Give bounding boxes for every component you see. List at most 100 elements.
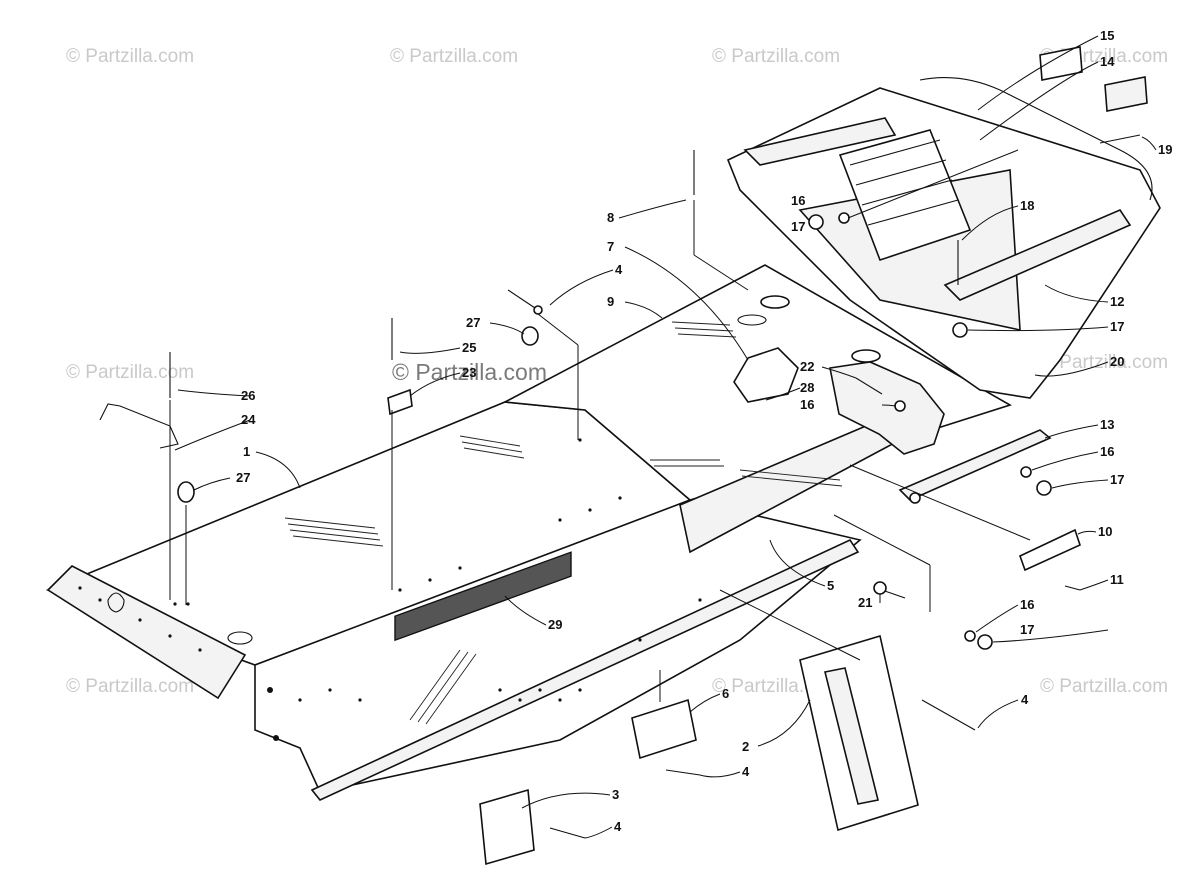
callout-25: 25	[462, 340, 476, 355]
rivet-11	[1064, 585, 1081, 591]
rivet-4	[549, 827, 586, 839]
keyhole-cutout	[107, 592, 125, 613]
rivet-head	[533, 305, 543, 315]
watermark: © Partzilla.com	[1040, 352, 1168, 373]
watermark: © Partzilla.com	[1040, 676, 1168, 697]
nut-17	[808, 214, 824, 230]
hardware	[99, 134, 1141, 839]
washer-16	[964, 630, 976, 642]
watermark: © Partzilla.com	[66, 46, 194, 67]
bolt-22	[855, 377, 883, 395]
callout-20: 20	[1110, 354, 1124, 369]
side-rail-tube	[310, 538, 860, 801]
callout-15: 15	[1100, 28, 1114, 43]
plate-2-bracket	[799, 634, 919, 832]
rivet-4	[507, 289, 536, 309]
reflector-15	[1039, 46, 1083, 81]
slot-cover	[760, 295, 790, 309]
callout-21: 21	[858, 595, 872, 610]
callout-10: 10	[1098, 524, 1112, 539]
watermark-center: © Partzilla.com	[392, 359, 547, 385]
callout-16: 16	[791, 193, 805, 208]
rivet-holes	[78, 438, 702, 741]
callout-4: 4	[615, 262, 623, 277]
rear-bumper	[726, 46, 1161, 399]
front-rail	[743, 117, 897, 166]
bolt-21-head	[873, 581, 887, 595]
bracket-rib	[824, 667, 879, 805]
callout-9: 9	[607, 294, 614, 309]
torn-plate	[829, 361, 945, 455]
snow-flap-29	[394, 551, 572, 642]
callout-23: 23	[462, 365, 476, 380]
callout-14: 14	[1100, 54, 1115, 69]
clip-23	[387, 388, 413, 416]
callout-6: 6	[722, 686, 729, 701]
deck-hatching	[284, 435, 525, 725]
washer-16	[838, 212, 850, 224]
callout-27: 27	[466, 315, 480, 330]
round-hole	[737, 314, 767, 326]
bumper-tube	[919, 76, 1153, 201]
grille-bars	[849, 139, 959, 226]
callout-19: 19	[1158, 142, 1172, 157]
watermark: © Partzilla.com	[66, 362, 194, 383]
rear-deck	[502, 264, 1012, 554]
tunnel-end-flange	[46, 565, 247, 700]
callout-2: 2	[742, 739, 749, 754]
callout-22: 22	[800, 359, 814, 374]
callout-16: 16	[1020, 597, 1034, 612]
watermark: © Partzilla.com	[66, 676, 194, 697]
callout-29: 29	[548, 617, 562, 632]
reflector-14	[1104, 76, 1148, 112]
plug-27	[521, 326, 539, 346]
watermark: © Partzilla.com	[390, 46, 518, 67]
callout-12: 12	[1110, 294, 1124, 309]
callout-11: 11	[1110, 572, 1124, 587]
round-hole	[227, 631, 253, 645]
callout-17: 17	[1110, 319, 1124, 334]
slot-cover	[851, 349, 881, 363]
callout-4: 4	[614, 819, 622, 834]
tunnel-frame	[45, 401, 862, 801]
watermark: © Partzilla.com	[712, 46, 840, 67]
callout-28: 28	[800, 380, 814, 395]
callout-24: 24	[241, 412, 256, 427]
callout-3: 3	[612, 787, 619, 802]
callout-27: 27	[236, 470, 250, 485]
nut-17	[977, 634, 993, 650]
callout-17: 17	[791, 219, 805, 234]
plug-27	[177, 481, 195, 503]
callout-18: 18	[1020, 198, 1034, 213]
bolt-19	[1099, 134, 1141, 144]
callout-26: 26	[241, 388, 255, 403]
washer-16	[894, 400, 906, 412]
callout-17: 17	[1020, 622, 1034, 637]
plate-6	[631, 698, 697, 760]
callout-16: 16	[1100, 444, 1114, 459]
bracket-24	[99, 403, 179, 449]
callout-4: 4	[742, 764, 750, 779]
bracket-7	[733, 347, 799, 403]
callout-13: 13	[1100, 417, 1114, 432]
leader-lines	[169, 35, 1157, 839]
callout-1: 1	[243, 444, 250, 459]
nut-17	[1036, 480, 1052, 496]
rivet-4	[665, 769, 701, 776]
callout-8: 8	[607, 210, 614, 225]
callout-17: 17	[1110, 472, 1124, 487]
callout-4: 4	[1021, 692, 1029, 707]
rear-deck-hatching	[650, 321, 843, 487]
nut-17	[952, 322, 968, 338]
callout-5: 5	[827, 578, 834, 593]
callout-16: 16	[800, 397, 814, 412]
cross-shaft-13	[898, 429, 1052, 501]
plate-3	[479, 788, 535, 866]
washer-16	[1020, 466, 1032, 478]
shaft-end	[909, 492, 921, 504]
rivet-4	[921, 699, 976, 731]
side-rail-12	[943, 209, 1132, 301]
callout-labels: 1 2 3 4 4 4 4 5 6 7 8 9 10 11 12 13 14 1…	[236, 28, 1172, 834]
callout-7: 7	[607, 239, 614, 254]
